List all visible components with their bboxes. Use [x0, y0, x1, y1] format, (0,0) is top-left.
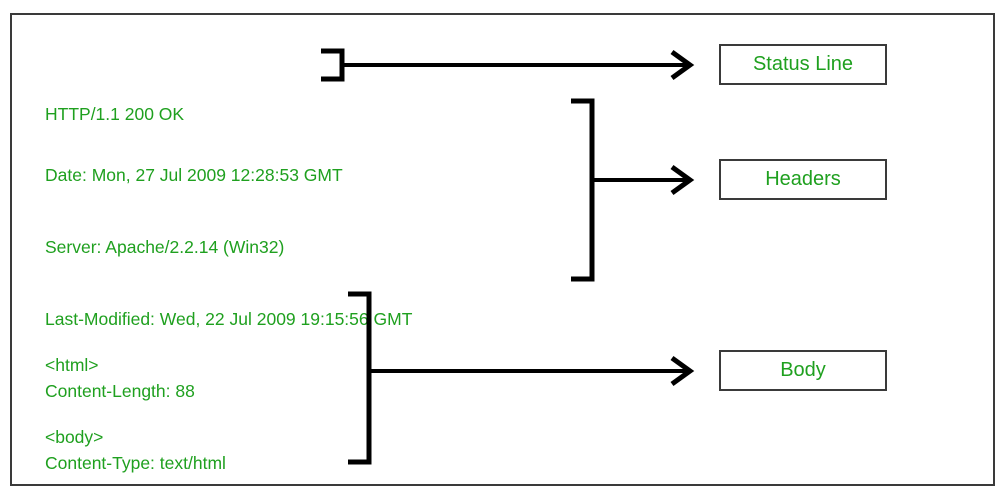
- body-text-group: <html> <body> <h1>Hello, World!</h1> </b…: [45, 305, 230, 499]
- header-line-1: Server: Apache/2.2.14 (Win32): [45, 237, 285, 257]
- header-line-3: Content-Length: 88: [45, 381, 195, 401]
- diagram-frame: [10, 13, 995, 486]
- header-line-4: Content-Type: text/html: [45, 453, 226, 473]
- headers-text-group: Date: Mon, 27 Jul 2009 12:28:53 GMT Serv…: [45, 115, 412, 499]
- status-line-text-group: HTTP/1.1 200 OK: [45, 54, 184, 174]
- label-box-status-line-text: Status Line: [752, 53, 854, 75]
- label-box-status-line: Status Line: [719, 44, 887, 85]
- label-box-body: Body: [719, 350, 887, 391]
- label-box-headers: Headers: [719, 159, 887, 200]
- status-line-text-0: HTTP/1.1 200 OK: [45, 104, 185, 124]
- label-box-body-text: Body: [780, 359, 826, 381]
- label-box-headers-text: Headers: [765, 168, 841, 190]
- body-line-1: <body>: [45, 427, 104, 447]
- header-line-0: Date: Mon, 27 Jul 2009 12:28:53 GMT: [45, 165, 343, 185]
- header-line-2: Last-Modified: Wed, 22 Jul 2009 19:15:56…: [45, 309, 413, 329]
- body-line-0: <html>: [45, 355, 99, 375]
